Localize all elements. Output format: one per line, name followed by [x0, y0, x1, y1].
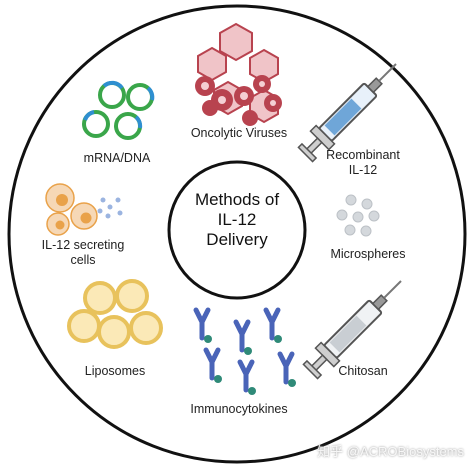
chitosan-syringe-icon: [302, 280, 402, 380]
chitosan-label: Chitosan: [338, 364, 388, 378]
syringe-icon: [297, 63, 397, 163]
recombinant-label-line1: Recombinant: [326, 148, 400, 162]
immunocytokines-label: Immunocytokines: [190, 402, 288, 416]
oncolytic-viruses-label: Oncolytic Viruses: [190, 126, 288, 140]
secreting-cells-icon: [45, 183, 123, 236]
secreting-cells-label-line1: IL-12 secreting: [41, 238, 125, 252]
outer-ring: [7, 4, 467, 464]
inner-ring: [167, 160, 307, 300]
microspheres-label: Microspheres: [330, 247, 406, 261]
immunocytokine-icon: [193, 307, 296, 395]
secreting-cells-label-line2: cells: [70, 253, 96, 267]
center-title: Methods of IL-12 Delivery: [167, 190, 307, 250]
center-title-line2: IL-12: [217, 210, 257, 229]
secreting-cells-label: IL-12 secreting cells: [28, 238, 138, 268]
center-title-line1: Methods of: [194, 190, 280, 209]
plasmid-icon: [82, 80, 155, 140]
recombinant-label: Recombinant IL-12: [318, 148, 408, 178]
liposome-icon: [67, 279, 163, 349]
mrna-dna-label: mRNA/DNA: [83, 151, 151, 165]
recombinant-label-line2: IL-12: [348, 163, 378, 177]
oncolytic-virus-icon: [195, 22, 282, 126]
watermark: 知乎 @ACROBiosystems: [317, 444, 464, 459]
center-title-line3: Delivery: [206, 230, 268, 249]
liposomes-label: Liposomes: [84, 364, 146, 378]
microspheres-icon: [336, 194, 380, 237]
